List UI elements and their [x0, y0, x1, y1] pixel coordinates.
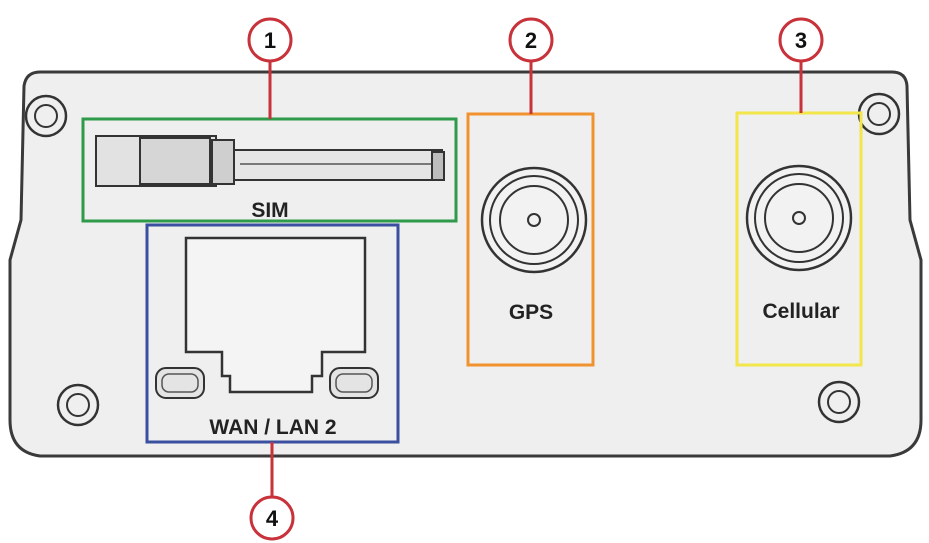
gps-antenna-connector: [480, 166, 588, 274]
cellular-highlight-box: [735, 111, 863, 367]
wan-lan-label: WAN / LAN 2: [209, 416, 336, 439]
callout-4: 4: [249, 495, 295, 541]
mounting-screw-bottom-left: [56, 383, 100, 427]
cellular-label: Cellular: [762, 300, 839, 323]
mounting-screw-bottom-right: [817, 380, 861, 424]
sim-label: SIM: [251, 199, 288, 222]
mounting-screw-top-left: [24, 94, 68, 138]
callout-1: 1: [247, 17, 293, 63]
callout-2: 2: [508, 17, 554, 63]
cellular-antenna-connector: [745, 164, 853, 272]
sim-slot: [95, 135, 445, 187]
callout-2-number: 2: [525, 28, 537, 53]
gps-label: GPS: [509, 301, 553, 324]
rj45-port: [155, 236, 379, 399]
callout-4-number: 4: [266, 506, 279, 531]
callout-1-number: 1: [264, 28, 276, 53]
callout-3: 3: [778, 17, 824, 63]
callout-3-number: 3: [795, 28, 807, 53]
